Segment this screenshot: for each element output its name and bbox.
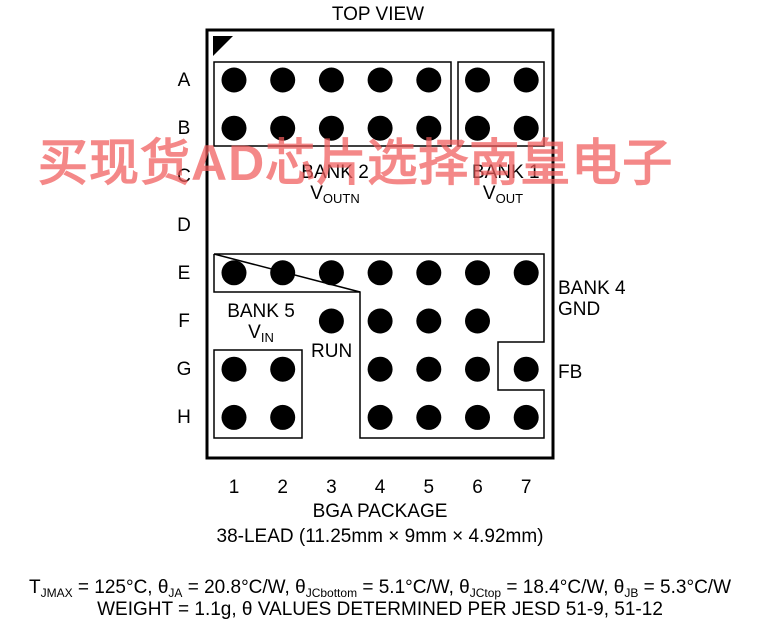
bank5-label: BANK 5 VIN — [226, 301, 296, 348]
ball-e5 — [416, 260, 442, 286]
bank5-vin-region — [213, 349, 303, 439]
ball-g7 — [513, 356, 539, 382]
ball-e1 — [221, 260, 247, 286]
ball-h4 — [367, 404, 393, 430]
column-label-6: 6 — [472, 477, 483, 498]
column-label-4: 4 — [374, 477, 386, 498]
ball-b3 — [318, 115, 344, 141]
row-label-e: E — [177, 262, 191, 284]
run-pin-label: RUN — [311, 341, 353, 362]
ball-b4 — [367, 115, 393, 141]
weight-specs: WEIGHT = 1.1g, θ VALUES DETERMINED PER J… — [97, 599, 663, 620]
ball-f3 — [318, 308, 344, 334]
ball-e7 — [513, 260, 539, 286]
bank5-region — [213, 254, 360, 293]
ball-a4 — [367, 67, 393, 93]
ball-e3 — [318, 260, 344, 286]
ball-b1 — [221, 115, 247, 141]
column-label-3: 3 — [326, 477, 337, 498]
ball-h1 — [221, 404, 247, 430]
bank5-name: BANK 5 — [227, 301, 295, 322]
column-label-1: 1 — [228, 477, 240, 498]
ball-grid — [221, 67, 539, 430]
ball-f4 — [367, 308, 393, 334]
row-label-b: B — [177, 118, 191, 140]
bank1-signal: VOUT — [482, 183, 524, 206]
column-label-2: 2 — [277, 477, 288, 498]
thermal-specs: TJMAX = 125°C, θJA = 20.8°C/W, θJCbottom… — [28, 577, 732, 600]
bank4-region — [213, 253, 545, 439]
row-label-g: G — [176, 359, 192, 381]
row-label-d: D — [177, 214, 191, 236]
pin1-marker — [213, 36, 233, 56]
ball-h2 — [270, 404, 296, 430]
ball-b6 — [465, 115, 490, 141]
ball-e6 — [465, 260, 490, 286]
bank1-label: BANK 1 VOUT — [472, 162, 540, 209]
package-description: 38-LEAD (11.25mm × 9mm × 4.92mm) — [216, 526, 544, 547]
column-label-7: 7 — [520, 477, 532, 498]
fb-pin-label: FB — [558, 362, 583, 383]
ball-g1 — [221, 356, 247, 382]
row-label-h: H — [177, 407, 191, 429]
ball-f6 — [465, 308, 490, 334]
row-label-c: C — [177, 166, 191, 188]
row-label-a: A — [177, 70, 191, 91]
bank5-signal: VIN — [248, 322, 274, 345]
row-label-f: F — [178, 311, 190, 332]
ball-a6 — [465, 67, 490, 93]
ball-a1 — [221, 67, 247, 93]
ball-b7 — [513, 115, 539, 141]
ball-f5 — [416, 308, 442, 334]
ball-b2 — [270, 115, 296, 141]
ball-g6 — [465, 356, 490, 382]
bank4-name: BANK 4 — [558, 278, 626, 299]
top-view-title: TOP VIEW — [331, 4, 425, 25]
column-label-5: 5 — [423, 477, 435, 498]
ball-a5 — [416, 67, 442, 93]
bank2-name: BANK 2 — [301, 162, 369, 183]
ball-b5 — [416, 115, 442, 141]
ball-a7 — [513, 67, 539, 93]
bank4-signal: GND — [558, 299, 601, 320]
ball-a3 — [318, 67, 344, 93]
bank2-signal: VOUTN — [310, 183, 360, 206]
ball-h6 — [465, 404, 490, 430]
bank1-name: BANK 1 — [472, 162, 540, 183]
bank2-region — [213, 61, 452, 147]
watermark: 买现货AD芯片选择南皇电子 — [38, 135, 674, 191]
ball-a2 — [270, 67, 296, 93]
ball-g4 — [367, 356, 393, 382]
ball-g5 — [416, 356, 442, 382]
package-name: BGA PACKAGE — [312, 501, 448, 522]
ball-h5 — [416, 404, 442, 430]
ball-g2 — [270, 356, 296, 382]
bank1-region — [457, 61, 545, 147]
ball-e4 — [367, 260, 393, 286]
ball-h7 — [513, 404, 539, 430]
bank4-label: BANK 4 GND — [558, 278, 626, 320]
ball-e2 — [270, 260, 296, 286]
bank2-label: BANK 2 VOUTN — [297, 162, 373, 209]
package-outline — [205, 28, 555, 460]
